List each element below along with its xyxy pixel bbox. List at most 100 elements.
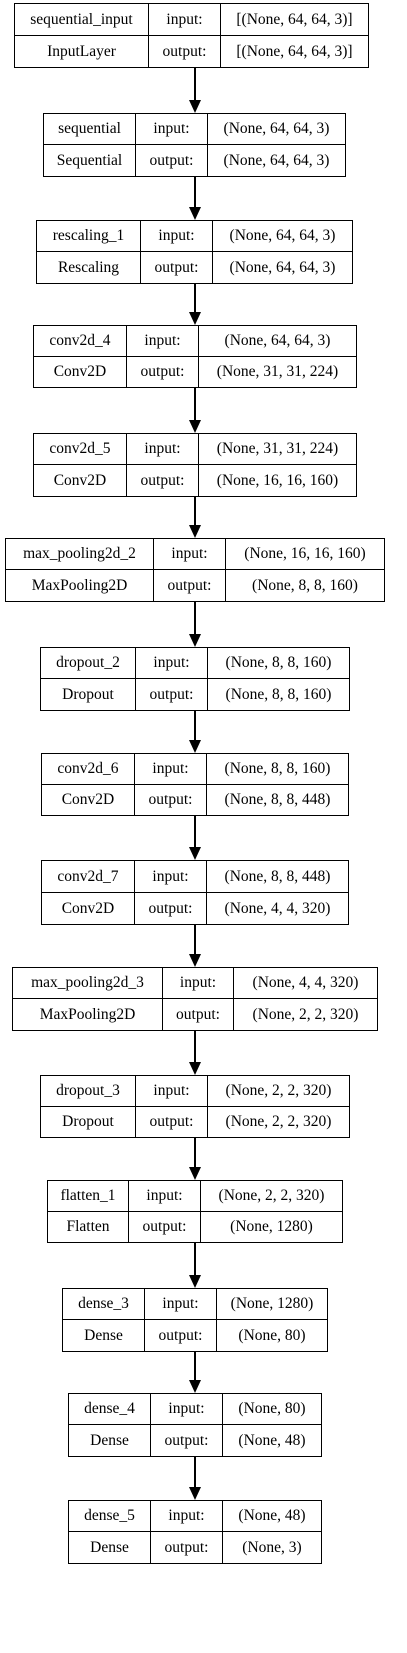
layer-type: Conv2D (42, 784, 135, 815)
input-label: input: (151, 1394, 223, 1425)
layer-type: Dense (69, 1532, 151, 1563)
output-shape: (None, 31, 31, 224) (216, 363, 339, 380)
input-shape: (None, 31, 31, 224) (199, 434, 356, 465)
layer-type: MaxPooling2D (13, 999, 163, 1030)
layer-name: sequential_input (15, 4, 149, 36)
input-shape: (None, 80) (223, 1394, 321, 1425)
layer-type: Dense (63, 1320, 145, 1351)
input-label: input: (151, 1501, 223, 1532)
output-shape: (None, 4, 4, 320) (224, 899, 331, 917)
layer-name: conv2d_5 (34, 434, 127, 465)
layer-type: Conv2D (34, 356, 127, 387)
output-label: output: (127, 356, 199, 387)
output-shape: (None, 80) (238, 1326, 306, 1344)
output-label: output: (151, 1425, 223, 1456)
layer-type: Rescaling (37, 252, 141, 283)
layer-name: conv2d_6 (42, 754, 135, 785)
layer-type: Flatten (48, 1211, 129, 1242)
output-shape: (None, 8, 8, 448) (224, 791, 331, 808)
input-label: input: (154, 539, 226, 570)
output-shape: (None, 48) (238, 1431, 306, 1449)
output-label: output: (149, 35, 221, 67)
input-label: input: (149, 4, 221, 36)
input-shape: (None, 64, 64, 3) (208, 114, 345, 145)
output-shape: (None, 16, 16, 160) (216, 471, 339, 489)
input-shape: (None, 48) (223, 1501, 321, 1532)
input-shape: (None, 8, 8, 160) (208, 648, 349, 679)
input-shape: (None, 64, 64, 3) (199, 326, 356, 357)
layer-name: dense_5 (69, 1501, 151, 1532)
input-label: input: (163, 968, 234, 999)
layer-name: max_pooling2d_3 (13, 968, 163, 999)
output-shape: (None, 8, 8, 160) (252, 576, 358, 594)
layer-type: Dropout (41, 1106, 136, 1137)
input-label: input: (127, 326, 199, 357)
input-shape: (None, 8, 8, 160) (207, 754, 348, 785)
output-shape: (None, 64, 64, 3) (223, 151, 330, 169)
layer-name: dense_3 (63, 1289, 145, 1320)
output-label: output: (136, 679, 208, 710)
input-shape: (None, 64, 64, 3) (213, 221, 352, 252)
layer-name: dense_4 (69, 1394, 151, 1425)
input-label: input: (145, 1289, 217, 1320)
input-label: input: (136, 1076, 208, 1107)
layer-name: dropout_2 (41, 648, 136, 679)
input-label: input: (136, 114, 208, 145)
input-shape: (None, 2, 2, 320) (208, 1076, 349, 1107)
input-label: input: (129, 1181, 201, 1212)
input-label: input: (135, 754, 207, 785)
output-shape: (None, 64, 64, 3) (229, 258, 336, 276)
layer-name: max_pooling2d_2 (6, 539, 154, 570)
output-shape: [(None, 64, 64, 3)] (236, 42, 353, 60)
layer-name: sequential (44, 114, 136, 145)
output-label: output: (163, 999, 234, 1030)
input-shape: (None, 1280) (217, 1289, 327, 1320)
layer-name: conv2d_7 (42, 861, 135, 893)
layer-type: InputLayer (15, 35, 149, 67)
output-label: output: (135, 892, 207, 924)
input-shape: (None, 16, 16, 160) (226, 539, 384, 570)
input-shape: (None, 2, 2, 320) (201, 1181, 342, 1212)
input-shape: (None, 8, 8, 448) (207, 861, 348, 893)
output-shape: (None, 3) (242, 1538, 302, 1556)
input-label: input: (135, 861, 207, 893)
input-shape: [(None, 64, 64, 3)] (221, 4, 368, 36)
layer-type: MaxPooling2D (6, 570, 154, 601)
output-label: output: (145, 1320, 217, 1351)
output-label: output: (141, 252, 213, 283)
output-shape: (None, 8, 8, 160) (225, 685, 332, 703)
output-shape: (None, 2, 2, 320) (225, 1113, 332, 1130)
input-label: input: (141, 221, 213, 252)
layer-type: Dropout (41, 679, 136, 710)
input-label: input: (127, 434, 199, 465)
output-label: output: (129, 1211, 201, 1242)
layer-type: Sequential (44, 145, 136, 176)
layer-type: Conv2D (34, 465, 127, 496)
layer-name: dropout_3 (41, 1076, 136, 1107)
layer-name: conv2d_4 (34, 326, 127, 357)
layer-type: Conv2D (42, 892, 135, 924)
layer-type: Dense (69, 1425, 151, 1456)
output-shape: (None, 2, 2, 320) (252, 1005, 359, 1023)
output-label: output: (151, 1532, 223, 1563)
input-label: input: (136, 648, 208, 679)
output-shape: (None, 1280) (230, 1218, 313, 1235)
layer-name: flatten_1 (48, 1181, 129, 1212)
output-label: output: (135, 784, 207, 815)
output-label: output: (136, 145, 208, 176)
